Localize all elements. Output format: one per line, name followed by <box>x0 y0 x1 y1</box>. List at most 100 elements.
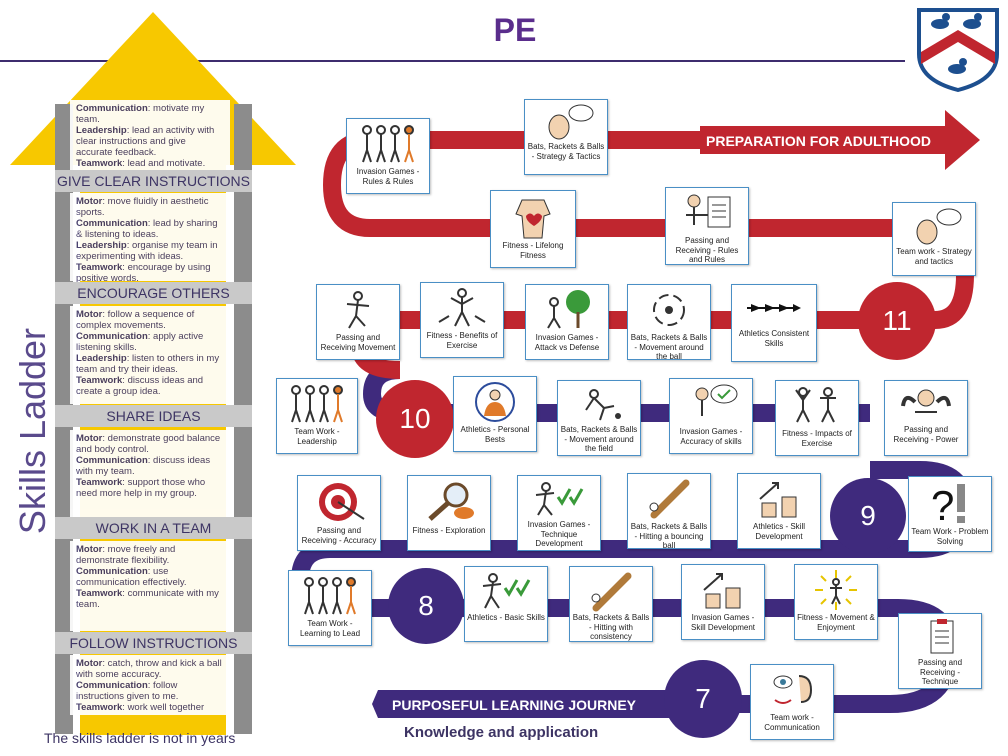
thinking-head-icon <box>916 208 962 245</box>
skill-key: Communication <box>76 566 148 577</box>
face-ear-icon <box>773 675 813 704</box>
figure-ticks-icon <box>482 573 531 609</box>
skill-key: Motor <box>76 309 103 320</box>
skill-text: : encourage by using positive words. <box>76 262 211 284</box>
page-title: PE <box>493 12 537 48</box>
skill-key: Leadership <box>76 240 127 251</box>
skill-card[interactable]: Passing and Receiving - Power <box>884 380 968 456</box>
section-line: Leadership: organise my team in experime… <box>76 240 224 262</box>
section-line: Communication: apply active listening sk… <box>76 331 224 353</box>
question-exclaim-icon: ? <box>931 482 965 526</box>
skill-text: : lead by sharing & listening to ideas. <box>76 218 218 240</box>
skill-text: : discuss ideas with my team. <box>76 455 211 477</box>
skill-key: Teamwork <box>76 477 123 488</box>
card-label: Invasion Games - Technique Development <box>527 520 591 548</box>
section-lines: Motor: move fluidly in aesthetic sports.… <box>76 196 224 284</box>
skill-card[interactable]: Passing and Receiving - Accuracy <box>297 475 381 551</box>
skill-card[interactable]: ? Team Work - Problem Solving <box>908 476 992 552</box>
section-line: Motor: catch, throw and kick a ball with… <box>76 658 224 680</box>
section-lines: Motor: move freely and demonstrate flexi… <box>76 544 224 610</box>
skill-card[interactable]: Invasion Games - Technique Development <box>517 475 601 551</box>
section-line: Motor: follow a sequence of complex move… <box>76 309 224 331</box>
skill-card[interactable]: Team work - Communication <box>750 664 834 740</box>
team-figures-icon <box>362 125 414 163</box>
skill-text: : lead and motivate. <box>122 158 206 169</box>
end-banner: PREPARATION FOR ADULTHOOD <box>706 133 932 149</box>
skill-key: Communication <box>76 455 148 466</box>
thumbs-up-icon <box>759 482 797 518</box>
skill-card[interactable]: Athletics - Skill Development <box>737 473 821 549</box>
skill-card[interactable]: Invasion Games - Attack vs Defense <box>525 284 609 360</box>
skill-key: Motor <box>76 433 103 444</box>
skill-card[interactable]: Athletics - Basic Skills <box>464 566 548 642</box>
skill-text: : lead an activity with clear instructio… <box>76 125 215 158</box>
skill-card[interactable]: Team Work - Learning to Lead <box>288 570 372 646</box>
skill-card[interactable]: Passing and Receiving - Technique <box>898 613 982 689</box>
skill-key: Motor <box>76 196 103 207</box>
ladder-rung: WORK IN A TEAM <box>55 517 252 539</box>
skill-card[interactable]: Invasion Games - Rules & Rules <box>346 118 430 194</box>
section-line: Motor: demonstrate good balance and body… <box>76 433 224 455</box>
ladder-rung: SHARE IDEAS <box>55 405 252 427</box>
strong-arms-icon <box>901 389 951 413</box>
bat-ball-icon <box>649 479 690 519</box>
section-line: Communication: follow instructions given… <box>76 680 224 702</box>
skill-card[interactable]: Athletics Consistent Skills <box>731 284 817 362</box>
card-label: Team Work - Learning to Lead <box>299 619 361 638</box>
ladder-footnote: The skills ladder is not in years <box>44 730 236 746</box>
section-line: Motor: move fluidly in aesthetic sports. <box>76 196 224 218</box>
skill-card[interactable]: Fitness - Benefits of Exercise <box>420 282 504 358</box>
card-label: Team work - Strategy and tactics <box>896 247 972 266</box>
body-heart-icon <box>515 199 551 239</box>
skill-card[interactable]: Invasion Games - Accuracy of skills <box>669 378 753 454</box>
skill-card[interactable]: Athletics - Personal Bests <box>453 376 537 452</box>
skill-card[interactable]: Passing and Receiving - Rules and Rules <box>665 187 749 265</box>
card-label: Fitness - Impacts of Exercise <box>782 429 852 448</box>
ladder-rung: ENCOURAGE OTHERS <box>55 282 252 304</box>
ladder-section-6: Motor: catch, throw and kick a ball with… <box>70 655 230 715</box>
clipboard-icon <box>930 619 954 654</box>
section-line: Teamwork: communicate with my team. <box>76 588 224 610</box>
year-10-badge: 10 <box>376 380 454 458</box>
card-label: Passing and Receiving - Power <box>893 425 959 444</box>
skill-card[interactable]: Bats, Rackets & Balls - Hitting a bounci… <box>627 473 711 550</box>
skill-card[interactable]: Bats, Rackets & Balls - Movement around … <box>627 284 711 361</box>
section-lines: Motor: demonstrate good balance and body… <box>76 433 224 499</box>
skill-key: Teamwork <box>76 158 123 169</box>
section-line: Communication: use communication effecti… <box>76 566 224 588</box>
skill-key: Teamwork <box>76 588 123 599</box>
card-label: Bats, Rackets & Balls - Movement around … <box>630 333 708 361</box>
bat-ball-icon <box>591 572 632 612</box>
ladder-rung: FOLLOW INSTRUCTIONS <box>55 632 252 654</box>
skill-card[interactable]: Fitness - Impacts of Exercise <box>775 380 859 456</box>
skill-card[interactable]: Team work - Strategy and tactics <box>892 202 976 276</box>
section-line: Communication: discuss ideas with my tea… <box>76 455 224 477</box>
section-line: Teamwork: encourage by using positive wo… <box>76 262 224 284</box>
skill-key: Motor <box>76 544 103 555</box>
card-label: Team work - Communication <box>764 713 820 732</box>
skill-card[interactable]: Team Work - Leadership <box>276 378 358 454</box>
skill-card[interactable]: Bats, Rackets & Balls - Strategy & Tacti… <box>524 99 608 175</box>
ladder-section-3: Motor: follow a sequence of complex move… <box>70 306 230 404</box>
section-line: Leadership: listen to others in my team … <box>76 353 224 375</box>
skill-card[interactable]: Bats, Rackets & Balls - Movement around … <box>557 380 641 456</box>
card-label: Team Work - Problem Solving <box>911 527 989 546</box>
skill-key: Teamwork <box>76 262 123 273</box>
year-9-badge: 9 <box>830 478 906 554</box>
card-label: Invasion Games - Accuracy of skills <box>679 427 743 446</box>
skill-text: : apply active listening skills. <box>76 331 204 353</box>
skill-card[interactable]: Invasion Games - Skill Development <box>681 564 765 640</box>
section-lines: Communication: motivate my team.Leadersh… <box>76 103 224 169</box>
skill-key: Leadership <box>76 125 127 136</box>
skill-text: : follow instructions given to me. <box>76 680 179 702</box>
skill-card[interactable]: Fitness - Lifelong Fitness <box>490 190 576 268</box>
skill-card[interactable]: Passing and Receiving Movement <box>316 284 400 360</box>
skill-card[interactable]: Fitness - Exploration <box>407 475 491 551</box>
card-label: Passing and Receiving - Rules and Rules <box>675 236 739 264</box>
skill-card[interactable]: Bats, Rackets & Balls - Hitting with con… <box>569 566 653 642</box>
tree-figure-icon <box>547 290 590 329</box>
skill-text: : move freely and demonstrate flexibilit… <box>76 544 176 566</box>
arrows-icon <box>747 304 801 312</box>
skill-card[interactable]: Fitness - Movement & Enjoyment <box>794 564 878 640</box>
ladder-section-4: Motor: demonstrate good balance and body… <box>70 430 230 518</box>
